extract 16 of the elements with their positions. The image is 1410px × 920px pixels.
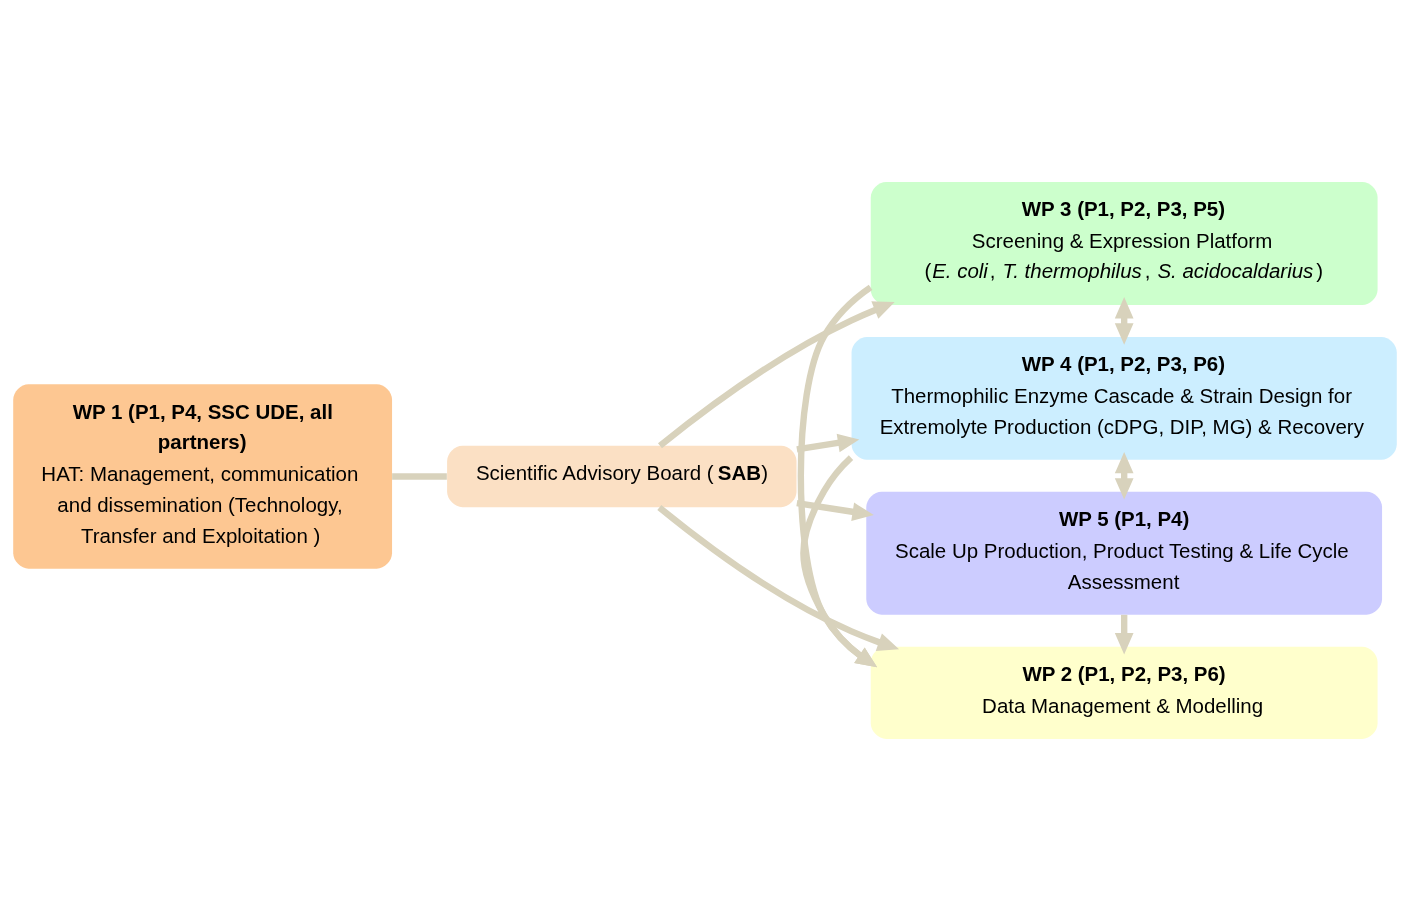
arrow <box>796 499 874 521</box>
arrow <box>1114 451 1134 500</box>
node-box: Scientific Advisory Board (SAB) <box>447 445 797 507</box>
arrow <box>800 454 878 667</box>
node-box: WP 2 (P1, P2, P3, P6) Data Management & Modelling <box>870 646 1378 739</box>
arrow <box>658 300 895 448</box>
connector <box>392 472 447 480</box>
node-box: WP 3 (P1, P2, P3, P5) Screening & Expression Platform (E. coli, T. thermophilus, S. acidocaldarius) <box>870 181 1378 305</box>
arrow <box>797 284 878 667</box>
arrow <box>1114 296 1134 345</box>
node-box: WP 5 (P1, P4) Scale Up Production, Product Testing & Life Cycle Assessment <box>866 491 1383 615</box>
arrow <box>796 433 860 452</box>
arrow <box>657 504 900 651</box>
arrow <box>1114 614 1134 654</box>
node-box: WP 1 (P1, P4, SSC UDE, all partners) HAT: Management, communication and dissemination (Technology, Transfer and Exploitation ) <box>13 383 393 569</box>
node-box: WP 4 (P1, P2, P3, P6) Thermophilic Enzyme Cascade & Strain Design for Extremolyte Production (cDPG, DIP, MG) & Recovery <box>851 336 1397 460</box>
